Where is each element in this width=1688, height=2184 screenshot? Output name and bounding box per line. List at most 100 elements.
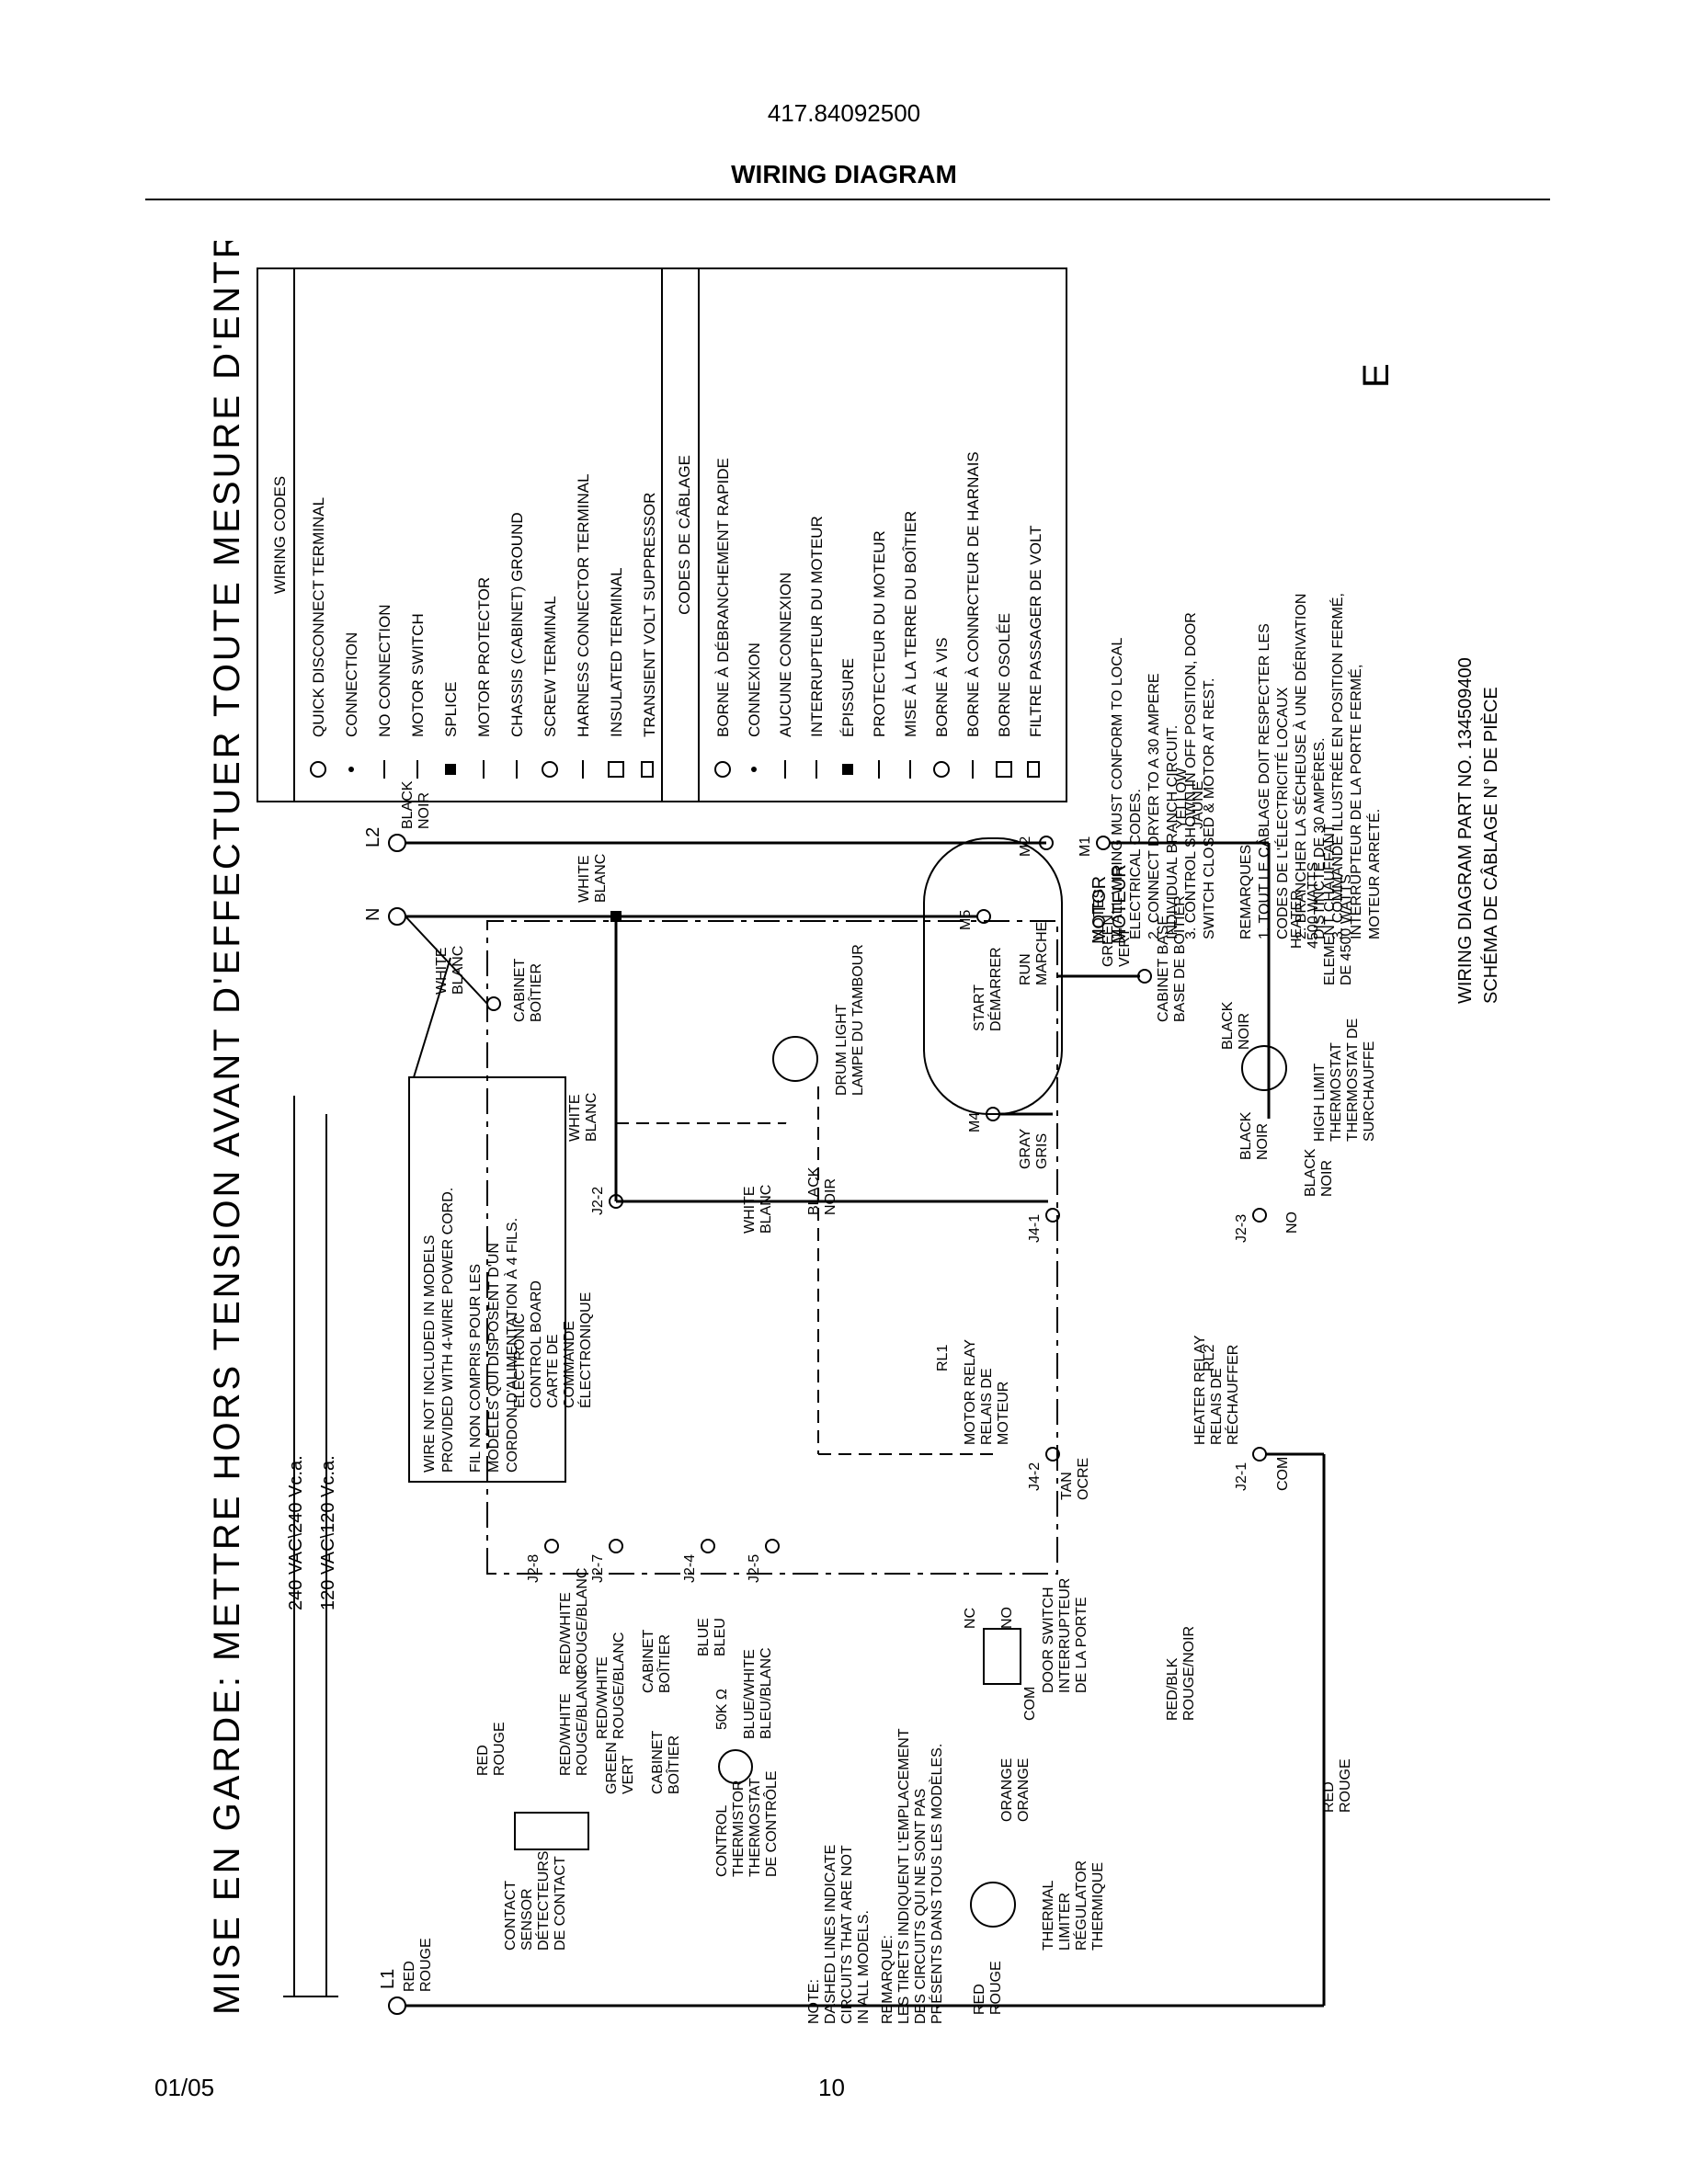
remarque-4: DISTINCTE DE 30 AMPÈRES. <box>1310 737 1328 939</box>
code-en-3: NO CONNECTION <box>376 605 393 738</box>
j2-8-label: J2-8 <box>526 1554 542 1583</box>
black-hl-label-fr: NOIR <box>1319 1160 1335 1197</box>
remarque-0: REMARQUES: <box>1238 840 1254 939</box>
white-top-label: WHITE <box>576 855 592 903</box>
codes-fr-list: BORNE À DÉBRANCHEMENT RAPIDE CONNEXION A… <box>714 451 1044 737</box>
motor-relay-label-fr-1: RELAIS DE <box>979 1368 995 1445</box>
note-5: 3. CONTROL SHOWN IN OFF POSITION, DOOR <box>1183 612 1199 939</box>
contact-sensor-label-4: DE CONTACT <box>553 1856 568 1951</box>
note-6: SWITCH CLOSED & MOTOR AT REST. <box>1202 678 1217 939</box>
white-top-label-fr: BLANC <box>593 854 609 903</box>
red-bottom-label-fr: ROUGE <box>1338 1758 1353 1813</box>
screw-terminal-icon-fr <box>933 761 950 778</box>
black-heater-label: BLACK <box>1220 1001 1236 1050</box>
start-label-fr: DÉMARRER <box>987 947 1004 1031</box>
black-j2-3-label-fr: NOIR <box>1255 1123 1271 1160</box>
motor-label-fr: MOTEUR <box>1110 864 1130 944</box>
motor-label: MOTOR <box>1089 876 1110 944</box>
white-dash-label-fr: BLANC <box>758 1185 774 1234</box>
splice-icon-fr <box>842 764 853 775</box>
red-l1-label: RED <box>402 1961 417 1992</box>
high-limit-label-fr-2: SURCHAUFFE <box>1362 1041 1377 1142</box>
code-en-10: INSULATED TERMINAL <box>608 567 625 737</box>
heater-label: HEATER <box>1289 890 1305 949</box>
j2-4-terminal <box>701 1539 715 1553</box>
m1-terminal <box>1096 836 1111 850</box>
n-ground-wire <box>405 916 488 1005</box>
j2-3-terminal <box>1252 1208 1267 1223</box>
red-white-2-label: RED/WHITE <box>558 1693 574 1776</box>
j2-7-label: J2-7 <box>590 1554 606 1583</box>
high-limit-label-2: THERMOSTAT <box>1329 1042 1344 1142</box>
wiring-codes-table: WIRING CODES CODES DE CÂBLAGE QUICK DISC… <box>257 267 1501 1004</box>
splice-icon <box>445 764 456 775</box>
remarque-3: 2. BRANCHER LA SÉCHEUSE À UNE DÉRIVATION <box>1292 594 1309 939</box>
thermal-limiter-label-2: LIMITER <box>1057 1893 1073 1951</box>
j2-1-label: J2-1 <box>1234 1462 1249 1491</box>
m2-label: M2 <box>1018 836 1033 857</box>
n-terminal <box>388 907 406 926</box>
green-motor-label-fr: VERT <box>1117 927 1133 967</box>
voltage-240: 240 VAC\240 Vc.a. <box>286 1455 306 1610</box>
codes-heading-fr: CODES DE CÂBLAGE <box>676 455 693 615</box>
dashed-note-7: DES CIRCUITS QUI NE SONT PAS <box>913 1789 929 2024</box>
blue-white-label: BLUE/WHITE <box>742 1649 758 1739</box>
code-fr-6: PROTECTEUR DU MOTEUR <box>871 530 888 737</box>
yellow-label-fr: JAUNE <box>1191 781 1206 829</box>
control-thermistor-label-4: DE CONTRÔLE <box>762 1770 780 1877</box>
heater-label-fr: ELEMENT CHAUFFANT <box>1322 824 1338 985</box>
thermal-limiter-label-4: THERMIQUE <box>1090 1862 1106 1951</box>
dashed-note-8: PRÉSENTS DANS TOUS LES MODÈLES. <box>928 1744 945 2024</box>
high-limit-thermostat <box>1241 1045 1287 1091</box>
run-label: RUN <box>1018 953 1033 985</box>
wire-note-1: WIRE NOT INCLUDED IN MODELS <box>422 1235 438 1473</box>
gray-label-fr: GRIS <box>1034 1133 1050 1169</box>
run-label-fr: MARCHE <box>1034 922 1050 985</box>
green-motor-label: GREEN <box>1101 915 1116 967</box>
code-fr-8: BORNE À VIS <box>933 637 951 737</box>
l2-terminal <box>388 834 406 852</box>
codes-heading-en: WIRING CODES <box>271 476 289 594</box>
control-thermistor-symbol <box>718 1749 753 1784</box>
drum-light-label-fr: LAMPE DU TAMBOUR <box>850 944 866 1096</box>
j2-5-terminal <box>765 1539 780 1553</box>
warning-text: MISE EN GARDE: METTRE HORS TENSION AVANT… <box>207 241 247 2015</box>
code-en-11: TRANSIENT VOLT SUPPRESSOR <box>641 493 658 737</box>
codes-symbols <box>310 760 1040 779</box>
dashed-note-3: CIRCUITS THAT ARE NOT <box>839 1845 855 2024</box>
dashed-note-2: DASHED LINES INDICATE <box>823 1845 838 2024</box>
wiring-diagram-wrapper: MISE EN GARDE: METTRE HORS TENSION AVANT… <box>184 95 1508 2047</box>
cabinet-top-label: CABINET <box>512 958 528 1022</box>
heater-label-2: 4500 WATTS <box>1306 862 1321 949</box>
control-thermistor-label-1: CONTROL <box>714 1805 730 1877</box>
code-fr-10: BORNE OSOLÉE <box>996 613 1013 737</box>
wire-note-leader <box>413 957 451 1078</box>
l2-label: L2 <box>363 827 383 847</box>
m4-label: M4 <box>967 1112 983 1132</box>
j4-2-label: J4-2 <box>1027 1462 1043 1491</box>
j2-4-label: J2-4 <box>682 1554 698 1583</box>
code-fr-4: INTERRUPTEUR DU MOTEUR <box>808 516 826 737</box>
thermal-limiter-label-1: THERMAL <box>1041 1880 1056 1951</box>
j4-1-label: J4-1 <box>1027 1214 1043 1243</box>
gray-label: GRAY <box>1018 1129 1033 1169</box>
m5-label: M5 <box>958 910 974 930</box>
header-rule <box>145 199 1550 200</box>
dashed-note-6: LES TIRETS INDIQUENT L'EMPLACEMENT <box>896 1728 912 2024</box>
contact-sensor-label-2: SENSOR <box>519 1888 535 1951</box>
white-n-label-fr: BLANC <box>451 946 466 995</box>
code-fr-9: BORNE À CONNRCTEUR DE HARNAIS <box>964 451 982 737</box>
j2-2-label: J2-2 <box>590 1187 606 1215</box>
j4-2-terminal <box>1045 1447 1060 1462</box>
blue-white-label-fr: BLEU/BLANC <box>758 1647 774 1739</box>
j2-2-terminal <box>609 1194 623 1209</box>
remarque-6: INTERRUPTEUR DE LA PORTE FERMÉ, <box>1347 665 1364 939</box>
tan-label-fr: OCRE <box>1076 1458 1091 1500</box>
note-0: NOTES: <box>1091 884 1107 939</box>
red-white-3-label-fr: ROUGE/BLANC <box>611 1632 627 1739</box>
cabinet-base-label-fr: BASE DE BOÎTIER <box>1170 895 1188 1022</box>
code-fr-2: CONNEXION <box>746 643 763 737</box>
insulated-terminal-icon <box>608 761 624 778</box>
wire-note-2: PROVIDED WITH 4-WIRE POWER CORD. <box>440 1188 456 1473</box>
red-blk-label: RED/BLK <box>1165 1657 1180 1721</box>
